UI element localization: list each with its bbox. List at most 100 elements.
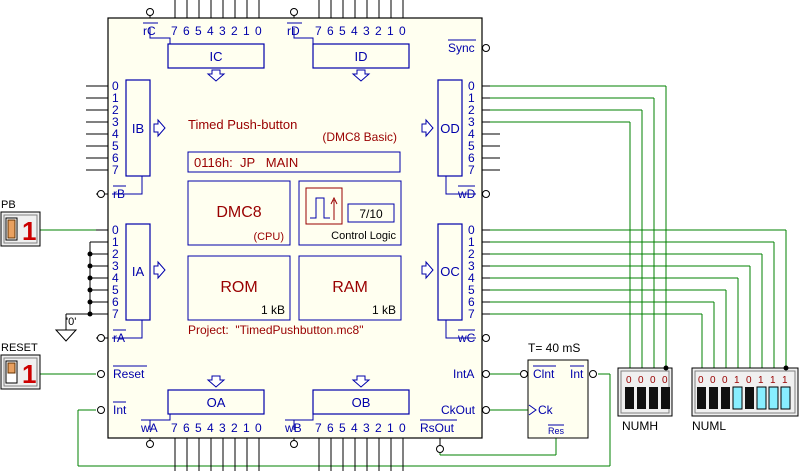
pb-lever (7, 219, 16, 239)
port-ic-label: IC (210, 49, 223, 64)
reset-value: 1 (22, 359, 36, 389)
bottom-left-bits: 7 6 5 4 3 2 1 0 (171, 421, 262, 435)
timer-clnt: Clnt (533, 367, 555, 381)
bit-label: 1 (243, 24, 250, 38)
rsout-label: RsOut (420, 421, 455, 435)
bit-label: 1 (112, 91, 119, 105)
bit-label: 0 (468, 79, 475, 93)
port-ia-label: IA (132, 264, 145, 279)
rom-label: ROM (220, 279, 257, 296)
reset-bubble (97, 370, 105, 378)
bit-label: 6 (183, 421, 190, 435)
zero-label: '0' (66, 316, 76, 328)
port-oa-label: OA (207, 395, 226, 410)
rb-bubble (97, 190, 105, 198)
reset-lever (7, 362, 16, 374)
bit-label: 4 (468, 271, 475, 285)
numh-led (637, 387, 646, 409)
instruction-text: 0116h: JP MAIN (194, 155, 298, 170)
bit-label: 0 (255, 24, 262, 38)
bit-label: 7 (171, 24, 178, 38)
timer-int: Int (570, 367, 584, 381)
control-value: 7/10 (359, 207, 383, 221)
chip-body (107, 17, 483, 439)
bit-label: 2 (112, 247, 119, 261)
rom-block (187, 255, 291, 321)
ckout-label: CkOut (441, 403, 476, 417)
port-od-label: OD (440, 121, 460, 136)
pb-switch[interactable]: PB 1 (0, 199, 41, 247)
bit-label: 1 (468, 91, 475, 105)
bit-label: 5 (339, 24, 346, 38)
bit-label: 3 (219, 421, 226, 435)
rd-bubble (290, 8, 298, 16)
numl-label: NUML (692, 419, 726, 433)
ckout-bubble (482, 406, 490, 414)
bit-label: 7 (468, 307, 475, 321)
cpu-name: DMC8 (216, 204, 261, 221)
numl-bit: 1 (770, 375, 776, 386)
ground-symbol (54, 329, 78, 342)
ram-size: 1 kB (372, 303, 396, 317)
bit-label: 0 (399, 24, 406, 38)
timer-label: T= 40 mS (528, 341, 580, 355)
bit-label: 2 (112, 103, 119, 117)
numl-bit: 0 (746, 375, 752, 386)
numl-bit: 0 (710, 375, 716, 386)
numh-display: 0 0 0 0 NUMH (617, 367, 673, 433)
bit-label: 4 (351, 421, 358, 435)
bit-label: 0 (399, 421, 406, 435)
port-oc-label: OC (440, 264, 460, 279)
bit-label: 5 (195, 24, 202, 38)
control-label: Control Logic (331, 230, 396, 242)
numh-led (661, 387, 670, 409)
bit-label: 5 (339, 421, 346, 435)
chip-subtitle: (DMC8 Basic) (322, 130, 397, 144)
ra-label: rA (113, 331, 125, 345)
numl-led (756, 386, 767, 410)
right-pins (482, 85, 500, 315)
pb-bevel (3, 214, 38, 244)
port-id-label: ID (355, 49, 368, 64)
bit-label: 7 (315, 24, 322, 38)
wc-label: wC (457, 331, 476, 345)
rsout-bubble (436, 445, 444, 453)
bit-label: 4 (351, 24, 358, 38)
bit-label: 3 (363, 24, 370, 38)
bit-label: 6 (468, 295, 475, 309)
ib-bits: 0 1 2 3 4 5 6 7 (112, 79, 119, 177)
numh-bit: 0 (638, 375, 644, 386)
bit-label: 3 (468, 115, 475, 129)
control-pin-labels: rC rD wA wB RsOut rB rA Reset Int Sync w… (113, 24, 476, 435)
bit-label: 1 (243, 421, 250, 435)
numh-label: NUMH (622, 419, 658, 433)
bottom-pins (149, 438, 441, 471)
port-links (112, 28, 476, 430)
port-ib-label: IB (132, 121, 144, 136)
bit-label: 0 (112, 79, 119, 93)
numh-led (649, 387, 658, 409)
cpu-block (187, 180, 291, 246)
bit-label: 4 (112, 271, 119, 285)
bit-label: 2 (375, 24, 382, 38)
numh-bit: 0 (650, 375, 656, 386)
numh-bit: 0 (662, 375, 668, 386)
wires (40, 85, 787, 467)
numl-bit: 1 (734, 375, 740, 386)
wb-label: wB (284, 421, 302, 435)
bit-label: 5 (112, 283, 119, 297)
rc-label: rC (143, 24, 156, 38)
ia-bits: 0 1 2 3 4 5 6 7 (112, 223, 119, 321)
wd-label: wD (457, 187, 476, 201)
wb-bubble (290, 440, 298, 448)
inta-bubble (482, 370, 490, 378)
numl-led (745, 387, 754, 409)
top-pins (149, 0, 404, 18)
numl-bit: 1 (758, 375, 764, 386)
bit-label: 6 (112, 151, 119, 165)
reset-switch[interactable]: RESET 1 (0, 342, 41, 390)
chip-title: Timed Push-button (188, 117, 297, 132)
inta-label: IntA (453, 367, 474, 381)
bit-label: 3 (363, 421, 370, 435)
